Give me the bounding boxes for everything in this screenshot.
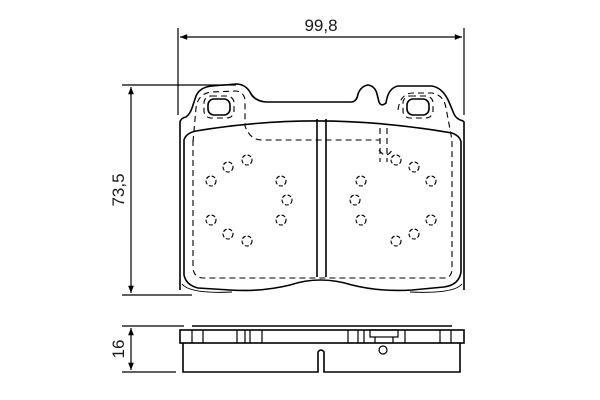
right-hole-pattern xyxy=(349,154,437,247)
right-ear-hole xyxy=(406,98,430,116)
thickness-dimension: 16 xyxy=(109,325,184,373)
thickness-label: 16 xyxy=(109,340,128,359)
side-view xyxy=(179,325,465,373)
height-dimension: 73,5 xyxy=(109,84,236,296)
width-dimension: 99,8 xyxy=(177,16,465,115)
height-label: 73,5 xyxy=(109,173,128,206)
wear-sensor-hole xyxy=(378,345,388,355)
left-hole-pattern xyxy=(205,154,293,247)
width-label: 99,8 xyxy=(304,16,337,35)
left-ear-hole xyxy=(207,98,231,116)
front-view xyxy=(179,83,465,293)
